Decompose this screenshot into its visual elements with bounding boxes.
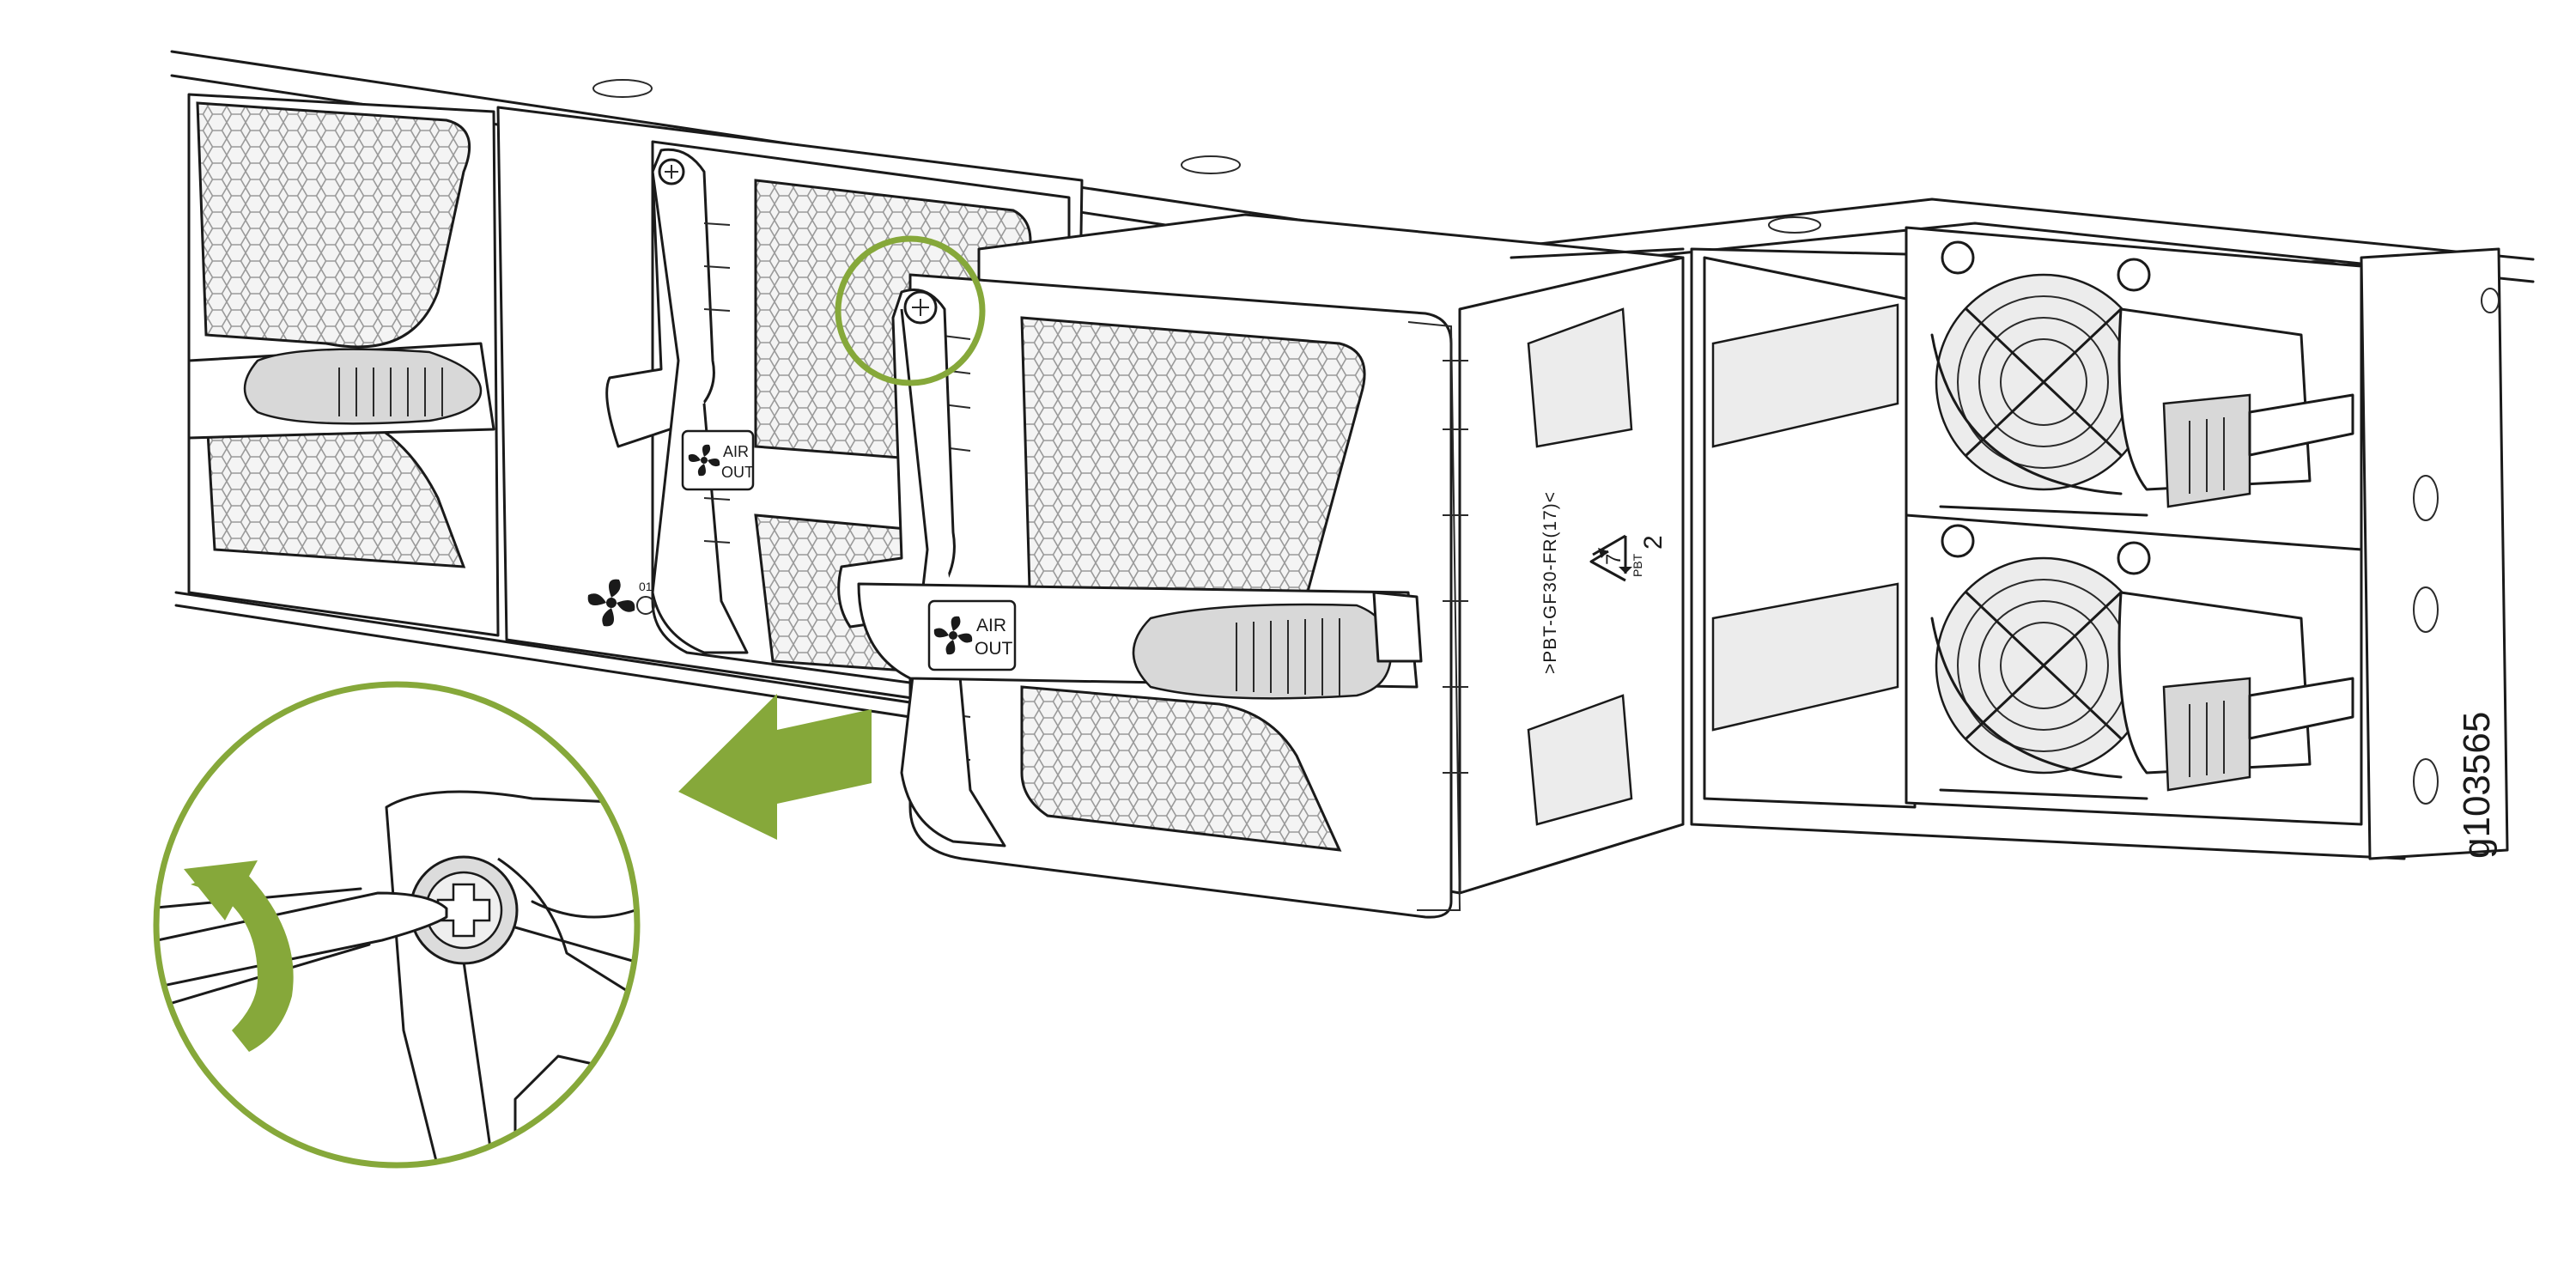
power-supply-bottom: [1905, 513, 2363, 826]
slot-number: 01: [639, 580, 653, 593]
air-out-line2: OUT: [975, 639, 1013, 659]
captive-screw-icon: [409, 855, 519, 965]
rotate-arrow-icon: [184, 860, 294, 1052]
installed-fan-module-left: [187, 93, 500, 637]
fan-icon: [933, 616, 973, 655]
fan-module-being-removed: [837, 213, 1685, 919]
screw-highlight-callout: [835, 235, 986, 386]
air-out-label-middle: AIR OUT: [681, 429, 755, 491]
arrow-left-icon: [678, 694, 872, 840]
power-supply-top: [1905, 226, 2363, 551]
recycle-icon: 7: [1589, 534, 1632, 582]
air-out-line1: AIR: [723, 443, 749, 460]
figure-id: g103565: [2456, 711, 2498, 859]
side-number: 2: [1639, 535, 1668, 550]
material-marking: >PBT-GF30-FR(17)< 7 PBT 2: [1540, 491, 1668, 674]
fan-icon: [688, 444, 720, 477]
air-out-label-extracted: AIR OUT: [927, 599, 1017, 671]
air-out-line1: AIR: [976, 616, 1006, 635]
fan-icon: [587, 579, 635, 627]
slot-indicator: 01: [587, 579, 655, 627]
resin-code: >PBT-GF30-FR(17)<: [1540, 491, 1560, 674]
recycle-abbrev: PBT: [1631, 553, 1644, 577]
air-out-line2: OUT: [721, 464, 754, 481]
recycle-number: 7: [1602, 554, 1625, 565]
zoom-detail: [153, 681, 641, 1169]
